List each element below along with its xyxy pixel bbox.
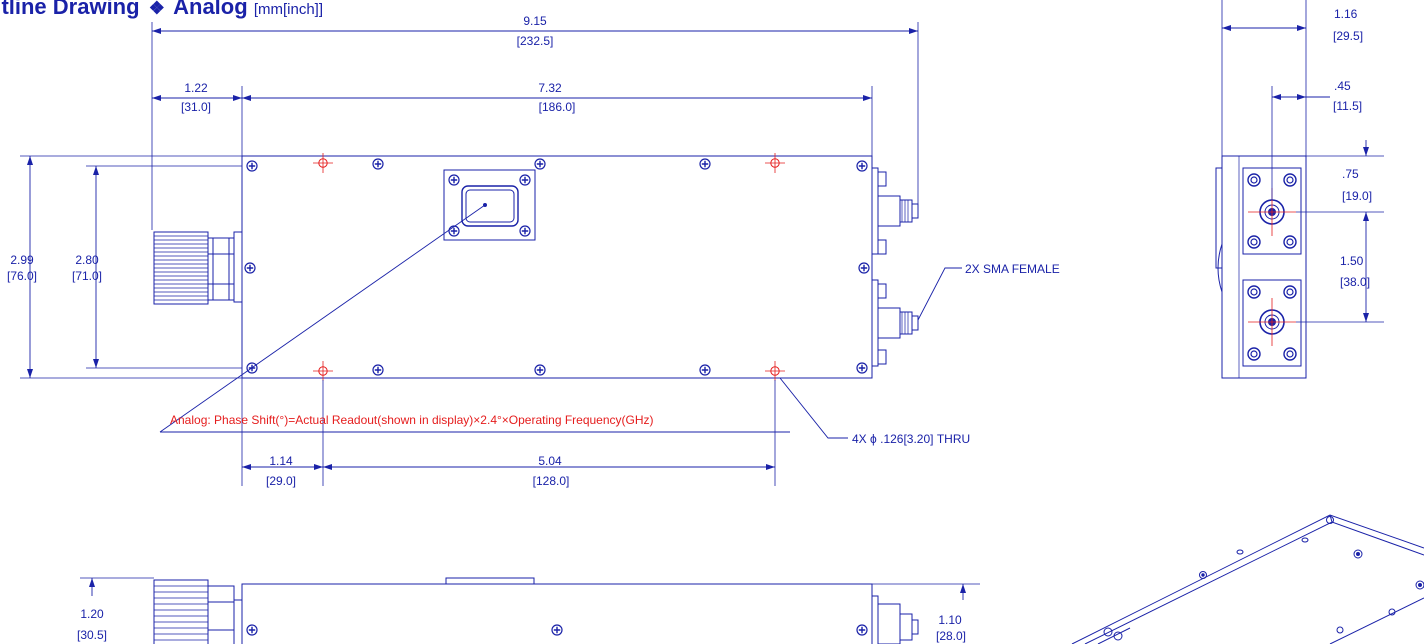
side-body-height-inch: 1.10 xyxy=(938,613,962,627)
sma-spacing-mm: [38.0] xyxy=(1340,275,1370,289)
hole-offset-inch: 1.14 xyxy=(269,454,293,468)
mounting-holes xyxy=(312,152,786,382)
phase-shift-formula: Analog: Phase Shift(°)=Actual Readout(sh… xyxy=(170,413,654,427)
title-units: [mm[inch]] xyxy=(253,1,323,18)
title-text: utline Drawing xyxy=(0,0,140,19)
end-extension-lines xyxy=(1221,0,1384,323)
side-knob xyxy=(153,579,209,644)
overall-height-mm: [76.0] xyxy=(7,269,37,283)
side-view xyxy=(80,577,980,644)
hole-spacing-inch: 5.04 xyxy=(538,454,562,468)
side-connector-height-inch: 1.20 xyxy=(80,607,104,621)
diameter-symbol: ϕ xyxy=(870,432,877,446)
mounting-hole-note: 4X ϕ .126[3.20] THRU xyxy=(852,432,970,446)
sma-spacing-inch: 1.50 xyxy=(1340,254,1364,268)
iso-view xyxy=(1071,514,1424,644)
main-body xyxy=(241,155,873,379)
front-view xyxy=(20,22,962,486)
dimension-lines xyxy=(27,28,918,470)
title-mode: Analog xyxy=(173,0,248,19)
end-view xyxy=(1215,0,1384,379)
sma-offset-mm: [11.5] xyxy=(1333,99,1362,113)
leaders xyxy=(159,204,962,439)
overall-length-mm: [232.5] xyxy=(517,34,554,48)
sma-offset-inch: .45 xyxy=(1334,79,1351,93)
hole-count: 4X xyxy=(852,432,867,446)
side-body-height-mm: [28.0] xyxy=(936,629,966,643)
waveguide-port xyxy=(443,169,536,241)
hole-spec: .126[3.20] THRU xyxy=(880,432,970,446)
overall-length-inch: 9.15 xyxy=(523,14,547,28)
end-centerlines xyxy=(1248,188,1296,346)
body-height-inch: 2.80 xyxy=(75,253,99,267)
end-width-inch: 1.16 xyxy=(1334,7,1358,21)
end-dimension-lines xyxy=(1222,25,1369,322)
end-width-mm: [29.5] xyxy=(1333,29,1363,43)
body-screws xyxy=(244,158,870,376)
body-length-inch: 7.32 xyxy=(538,81,562,95)
sma-connector-top xyxy=(871,167,919,255)
body-length-mm: [186.0] xyxy=(539,100,576,114)
connector-offset-inch: 1.22 xyxy=(184,81,208,95)
hole-offset-mm: [29.0] xyxy=(266,474,296,488)
connector-offset-mm: [31.0] xyxy=(181,100,211,114)
sma-connector-bottom xyxy=(871,279,919,367)
drawing-title: utline Drawing ❖ Analog [mm[inch]] xyxy=(0,0,323,20)
dimension-labels: 9.15 [232.5] 1.22 [31.0] 7.32 [186.0] 2.… xyxy=(7,7,1372,643)
notes: 2X SMA FEMALE 4X ϕ .126[3.20] THRU Analo… xyxy=(170,262,1060,446)
sma-top-inch: .75 xyxy=(1342,167,1359,181)
sma-top-mm: [19.0] xyxy=(1342,189,1372,203)
sma-note: 2X SMA FEMALE xyxy=(965,262,1060,276)
diamond-separator-icon: ❖ xyxy=(148,0,165,18)
body-height-mm: [71.0] xyxy=(72,269,102,283)
overall-height-inch: 2.99 xyxy=(10,253,34,267)
knob-knurl xyxy=(154,235,208,301)
mounting-flange xyxy=(233,231,243,303)
knob-hex-nut xyxy=(207,237,235,301)
hole-spacing-mm: [128.0] xyxy=(533,474,570,488)
side-connector-height-mm: [30.5] xyxy=(77,628,107,642)
end-body xyxy=(1221,155,1307,379)
